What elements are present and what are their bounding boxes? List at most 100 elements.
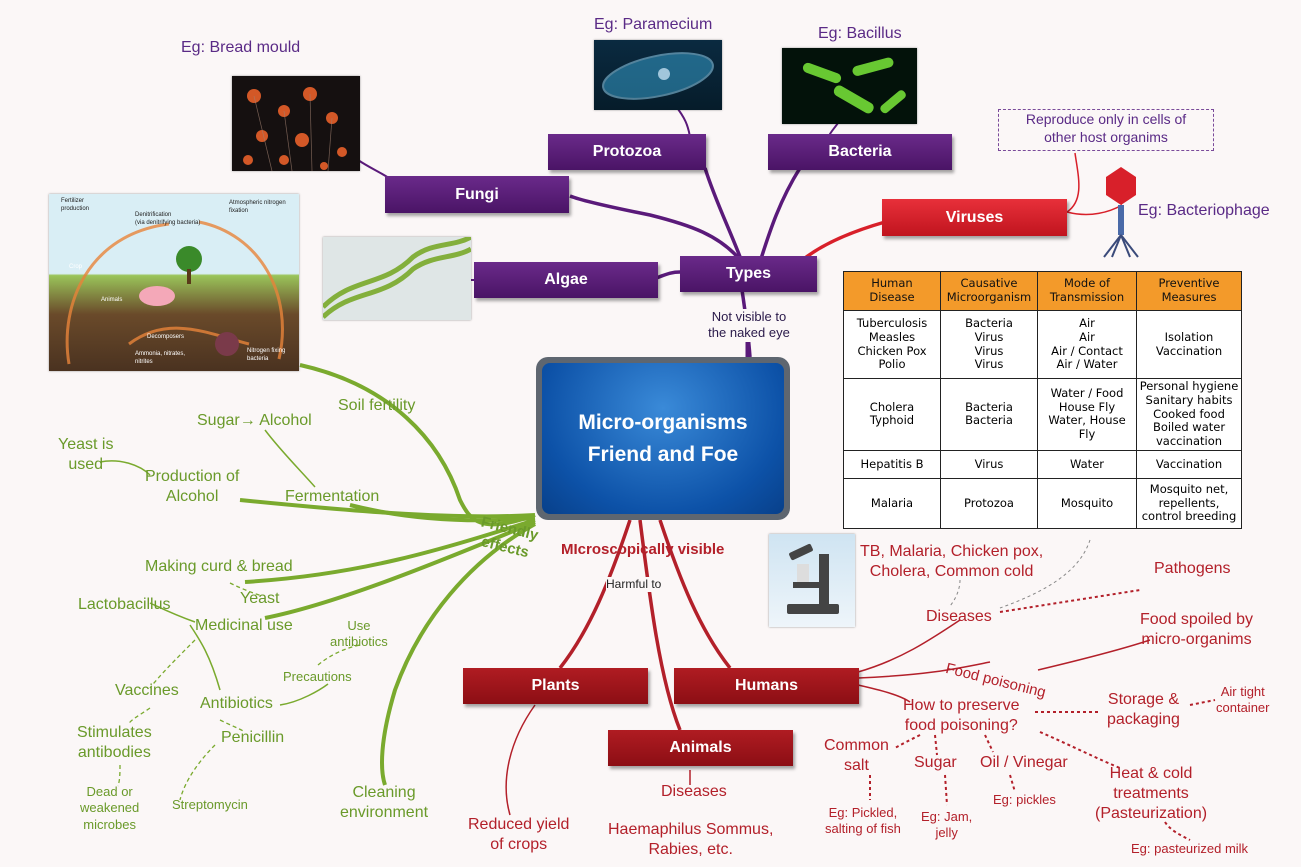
table-cell: Bacteria Bacteria [940, 378, 1038, 451]
algae-box: Algae [474, 262, 658, 298]
heat-cold: Heat & cold treatments (Pasteurization) [1095, 765, 1208, 822]
fermentation: Fermentation [285, 488, 380, 505]
table-cell: Mosquito [1037, 477, 1137, 529]
dead-microbes: Dead or weakened microbes [80, 784, 140, 832]
table-cell: Personal hygiene Sanitary habits Cooked … [1136, 378, 1242, 451]
humans-label: Humans [734, 677, 799, 694]
virus-example: Eg: Bacteriophage [1138, 202, 1270, 219]
vaccines: Vaccines [115, 682, 179, 699]
eg-pickled: Eg: Pickled, salting of fish [825, 805, 901, 837]
oil-vinegar: Oil / Vinegar [980, 754, 1068, 771]
nc-animals: Animals [101, 297, 123, 303]
algae-image [323, 237, 471, 320]
table-cell: Water [1037, 449, 1137, 479]
bacteria-box: Bacteria [768, 134, 952, 170]
algae-label: Algae [544, 271, 588, 288]
plants-label: Plants [531, 677, 580, 694]
virus-note: Reproduce only in cells of other host or… [998, 109, 1214, 151]
table-cell: Malaria [843, 477, 941, 529]
nc-decomposers: Decomposers [147, 334, 185, 340]
animals-label: Animals [669, 739, 732, 756]
food-spoiled: Food spoiled by micro-organims [1140, 611, 1253, 648]
table-cell: Mosquito net, repellents, control breedi… [1136, 477, 1242, 529]
disease-table: Human Disease Causative Microorganism Mo… [843, 271, 1242, 529]
streptomycin: Streptomycin [172, 797, 248, 812]
yeast: Yeast [240, 590, 280, 607]
table-cell: Vaccination [1136, 449, 1242, 479]
table-row: Hepatitis B Virus Water Vaccination [843, 449, 1242, 479]
nc-ammonia: Ammonia, nitrates, nitrites [135, 351, 186, 365]
header-mode: Mode of Transmission [1037, 271, 1137, 311]
animals-box: Animals [608, 730, 793, 766]
paramecium-image [594, 40, 722, 110]
animal-disease-examples: Haemaphilus Sommus, Rabies, etc. [608, 821, 774, 858]
protozoa-label: Protozoa [592, 143, 662, 160]
precautions: Precautions [283, 669, 352, 684]
nc-atmospheric: Atmospheric nitrogen fixation [229, 200, 286, 214]
fungi-example: Eg: Bread mould [181, 39, 301, 56]
penicillin: Penicillin [221, 729, 285, 746]
types-note: Not visible to the naked eye [694, 309, 804, 342]
bacteria-label: Bacteria [828, 143, 892, 160]
air-tight: Air tight container [1216, 684, 1270, 716]
diseases-label: Diseases [926, 608, 992, 625]
table-row: Malaria Protozoa Mosquito Mosquito net, … [843, 477, 1242, 529]
center-title-line2: Friend and Foe [587, 442, 739, 466]
eg-pickles: Eg: pickles [993, 792, 1056, 807]
viruses-label: Viruses [945, 208, 1004, 226]
center-title-line1: Micro-organisms [578, 411, 748, 434]
harmful-to-label: Harmful to [606, 577, 662, 592]
table-cell: Bacteria Virus Virus Virus [940, 310, 1038, 379]
nc-fertilizer: Fertilizer production [61, 198, 90, 212]
bread-mould-image [232, 76, 360, 171]
plants-box: Plants [463, 668, 648, 704]
viruses-box: Viruses [882, 199, 1067, 236]
use-antibiotics: Use antibiotics [330, 618, 388, 650]
fungi-label: Fungi [455, 185, 499, 203]
table-header-row: Human Disease Causative Microorganism Mo… [843, 271, 1242, 311]
animal-diseases: Diseases [661, 783, 727, 800]
antibiotics: Antibiotics [200, 695, 273, 712]
sugar-alcohol: Sugar→ Alcohol [197, 412, 312, 429]
types-label: Types [725, 265, 772, 282]
nitrogen-cycle-image: Fertilizer production Denitrification (v… [49, 194, 299, 371]
micro-visible-label: MIcroscopically visible [561, 541, 725, 558]
table-cell: Cholera Typhoid [843, 378, 941, 451]
table-row: Cholera Typhoid Bacteria Bacteria Water … [843, 378, 1242, 451]
table-cell: Water / Food House Fly Water, House Fly [1037, 378, 1137, 451]
microscope-image [769, 534, 855, 627]
medicinal-use: Medicinal use [195, 617, 293, 634]
table-cell: Virus [940, 449, 1038, 479]
header-causative: Causative Microorganism [940, 271, 1038, 311]
lactobacillus: Lactobacillus [78, 596, 171, 613]
fungi-box: Fungi [385, 176, 569, 213]
reduced-yield: Reduced yield of crops [468, 816, 570, 853]
types-box: Types [680, 256, 817, 292]
disease-examples: TB, Malaria, Chicken pox, Cholera, Commo… [860, 543, 1044, 580]
nc-crop: Crop [69, 264, 83, 270]
center-topic: Micro-organisms Friend and Foe [536, 357, 790, 520]
making-curd: Making curd & bread [145, 558, 293, 575]
soil-fertility: Soil fertility [338, 397, 416, 414]
pathogens-label: Pathogens [1154, 560, 1231, 577]
nc-nitrogen-fixing: Nitrogen fixing bacteria [247, 348, 286, 362]
header-preventive: Preventive Measures [1136, 271, 1242, 311]
eg-pasteurized-milk: Eg: pasteurized milk [1131, 841, 1249, 856]
table-row: Tuberculosis Measles Chicken Pox Polio B… [843, 310, 1242, 379]
humans-box: Humans [674, 668, 859, 704]
protozoa-box: Protozoa [548, 134, 706, 170]
sugar-label: Sugar [914, 754, 957, 771]
bacillus-image [782, 48, 917, 124]
table-cell: Hepatitis B [843, 449, 941, 479]
cleaning-environment: Cleaning environment [340, 784, 429, 821]
stimulates-antibodies: Stimulates antibodies [77, 724, 152, 761]
common-salt: Common salt [824, 737, 889, 774]
yeast-used: Yeast is used [58, 436, 114, 473]
table-cell: Isolation Vaccination [1136, 310, 1242, 379]
bacteria-example: Eg: Bacillus [818, 25, 902, 42]
table-cell: Protozoa [940, 477, 1038, 529]
eg-jam: Eg: Jam, jelly [921, 809, 973, 841]
bacteriophage-image [1100, 165, 1142, 260]
header-human-disease: Human Disease [843, 271, 941, 311]
